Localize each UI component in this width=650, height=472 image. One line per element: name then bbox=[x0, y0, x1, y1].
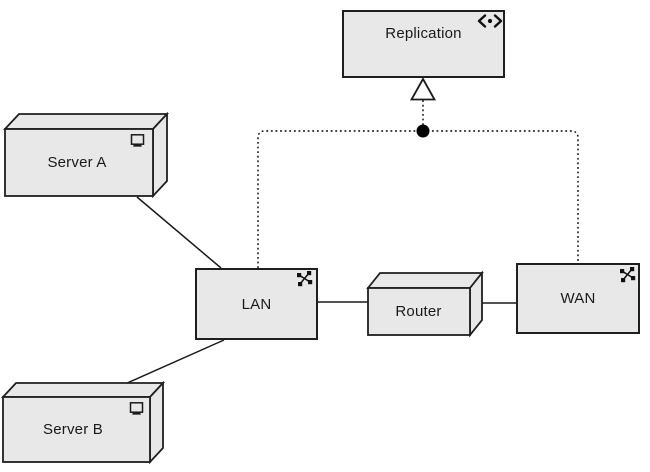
connector-server-a-lan bbox=[136, 196, 222, 269]
junction-filled-circle bbox=[416, 124, 430, 138]
solid-connectors bbox=[124, 196, 517, 385]
server-b-top-face bbox=[0, 382, 166, 398]
router-front-face bbox=[367, 287, 471, 336]
server-a-top-face bbox=[2, 113, 170, 130]
server-a-front-face bbox=[4, 128, 154, 197]
node-server-b[interactable] bbox=[0, 380, 166, 465]
hollow-triangle-arrow bbox=[409, 77, 437, 101]
network-icon bbox=[619, 267, 636, 283]
node-server-a[interactable] bbox=[2, 111, 170, 199]
server-b-side-face bbox=[149, 380, 164, 465]
node-router[interactable] bbox=[366, 270, 484, 338]
network-icon bbox=[296, 271, 313, 287]
node-replication[interactable] bbox=[342, 10, 505, 78]
router-top-face bbox=[366, 272, 484, 289]
component-interface-icon bbox=[477, 14, 503, 28]
dotted-connectors bbox=[257, 99, 579, 268]
connector-lan-wan-junction bbox=[257, 130, 579, 268]
computer-icon bbox=[130, 134, 145, 148]
computer-icon bbox=[129, 402, 144, 416]
node-lan[interactable] bbox=[195, 268, 318, 340]
node-wan[interactable] bbox=[516, 263, 640, 334]
server-a-side-face bbox=[152, 111, 168, 199]
server-b-front-face bbox=[2, 396, 151, 463]
connector-server-b-lan bbox=[124, 339, 225, 385]
